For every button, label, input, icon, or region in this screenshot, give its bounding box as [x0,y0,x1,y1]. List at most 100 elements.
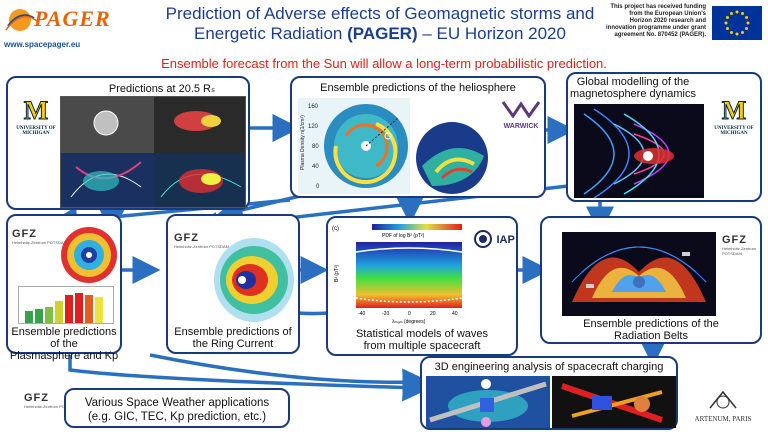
density-axis-label: Plasma Density n(1/cm³) [300,115,306,170]
page-title: Prediction of Adverse effects of Geomagn… [120,4,640,44]
x-tick-label: -20 [382,311,389,317]
panel-title-line-1: Statistical models of waves [355,328,489,340]
panel-predictions-sun: Predictions at 20.5 Rₛ M UNIVERSITY OF M… [6,76,250,210]
artenum-logo-text: ARTENUM, PARIS [694,415,752,423]
warwick-logo-text: WARWICK [503,123,539,130]
subtitle: Ensemble forecast from the Sun will allo… [161,56,607,71]
radiation-belts-image [562,232,716,316]
panel-title: Various Space Weather applications (e.g.… [66,396,288,424]
gfz-logo-subtext: Helmholtz-Zentrum POTSDAM [24,404,79,409]
x-tick-label: -40 [358,311,365,317]
website-link[interactable]: www.spacepager.eu [4,40,81,49]
panel-title: Statistical models of waves from multipl… [328,328,516,352]
gfz-logo-text: GFZ [722,234,747,246]
panel-title-line-1: Ensemble predictions of the [11,326,117,350]
plasmasphere-map-image [60,226,118,284]
panel-waves: (c) PDF of log B² (pT²) B² (pT²) -40 -20 [326,216,518,356]
panel-title: Global modelling of the magnetosphere dy… [558,76,708,100]
tick-label: 0 [316,184,320,190]
eu-star [735,10,739,14]
tick-label: 160 [308,104,319,110]
gfz-logo-subtext: Helmholtz-Zentrum POTSDAM [12,240,67,245]
funding-notice: This project has received funding from t… [606,4,707,38]
x-tick-label: 40 [452,311,458,317]
gfz-logo-text: GFZ [174,232,199,244]
gfz-logo-subtext: Helmholtz-Zentrum POTSDAM [174,244,229,249]
eu-star [745,16,749,19]
panel-title-line-2: (e.g. GIC, TEC, Kp prediction, etc.) [87,411,267,423]
artenum-logo-icon [709,390,737,409]
panel-title: 3D engineering analysis of spacecraft ch… [434,361,664,373]
ring-current-image [212,234,298,324]
panel-title-line-2: from multiple spacecraft [363,340,481,352]
y-axis-label: B² (pT²) [334,264,340,282]
eu-star [741,11,744,15]
umich-logo: M UNIVERSITY OF MICHIGAN [14,96,58,137]
panel-title-line-1: Ensemble predictions of the [583,318,719,330]
umich-logo: M UNIVERSITY OF MICHIGAN [708,96,760,137]
tick-label: 80 [312,144,319,150]
iap-logo: IAP [474,230,518,254]
gfz-logo-text: GFZ [12,228,37,240]
heliosphere-3d-image [412,116,494,196]
tick-label: 40 [312,164,319,170]
header [0,0,768,56]
eu-star [724,21,728,25]
arrow-plasma-to-charging [149,353,431,397]
panel-title: Predictions at 20.5 Rₛ [108,83,216,95]
umich-logo-text: UNIVERSITY OF MICHIGAN [16,126,56,136]
umich-logo-text: UNIVERSITY OF MICHIGAN [714,126,754,136]
title-line-2-pre: Energetic Radiation [194,24,348,43]
iap-logo-text: IAP [496,234,515,247]
arrow-plasma-to-apps [68,355,431,402]
title-acronym: (PAGER) [347,24,418,43]
artenum-logo: ARTENUM, PARIS [680,390,766,423]
panel-title-line-1: Various Space Weather applications [84,397,270,409]
panel-title-line-1: Ensemble predictions of [174,326,292,338]
iap-logo-icon [474,230,492,248]
eu-star [746,21,750,25]
panel-spacecraft-charging: 3D engineering analysis of spacecraft ch… [420,356,678,430]
pager-logo-icon [5,9,39,31]
panel-title-line-2: Radiation Belts [614,330,688,342]
panel-title-line-2: the Ring Current [192,338,274,350]
panel-heliosphere: Ensemble predictions of the heliosphere … [290,76,546,198]
panel-magnetosphere: Global modelling of the magnetosphere dy… [566,72,762,202]
solar-wind-simulation-image [60,96,246,208]
pager-logo [4,4,114,40]
x-tick-label: 20 [430,311,436,317]
eu-star [725,27,729,30]
pager-logo-text: PAGER [34,6,111,31]
panel-applications: Various Space Weather applications (e.g.… [64,388,290,428]
title-line-2-post: – EU Horizon 2020 [417,24,566,43]
umich-m-icon: M [721,96,747,126]
eu-flag-icon [712,6,762,40]
warwick-logo: WARWICK [498,100,544,130]
panel-title: Ensemble predictions of the Radiation Be… [542,318,760,342]
eu-star [735,32,739,36]
gfz-logo-subtext: Helmholtz-Zentrum POTSDAM [722,246,757,256]
panel-label: (c) [332,226,339,232]
panel-title-line-2: magnetosphere dynamics [570,88,696,100]
gfz-logo-text: GFZ [24,392,49,404]
eu-star [725,16,729,19]
colorbar-label: PDF of log B² (pT²) [382,233,425,239]
title-line-1: Prediction of Adverse effects of Geomagn… [165,4,595,23]
eu-star [745,27,749,30]
panel-title-line-1: Global modelling of the [576,76,690,88]
panel-title-line-2: Plasmasphere and Kp [9,350,119,362]
panel-title: Ensemble predictions of the Plasmasphere… [8,326,120,362]
eu-star [730,31,733,35]
heliosphere-density-image: Plasma Density n(1/cm³) 160 120 80 40 0 [298,98,410,194]
eu-star [730,11,733,15]
panel-title: Ensemble predictions of the heliosphere [320,82,516,94]
x-axis-label: λₘₐₘ (degrees) [392,319,426,325]
spacecraft-charging-image [552,376,676,428]
umich-m-icon: M [23,96,49,126]
